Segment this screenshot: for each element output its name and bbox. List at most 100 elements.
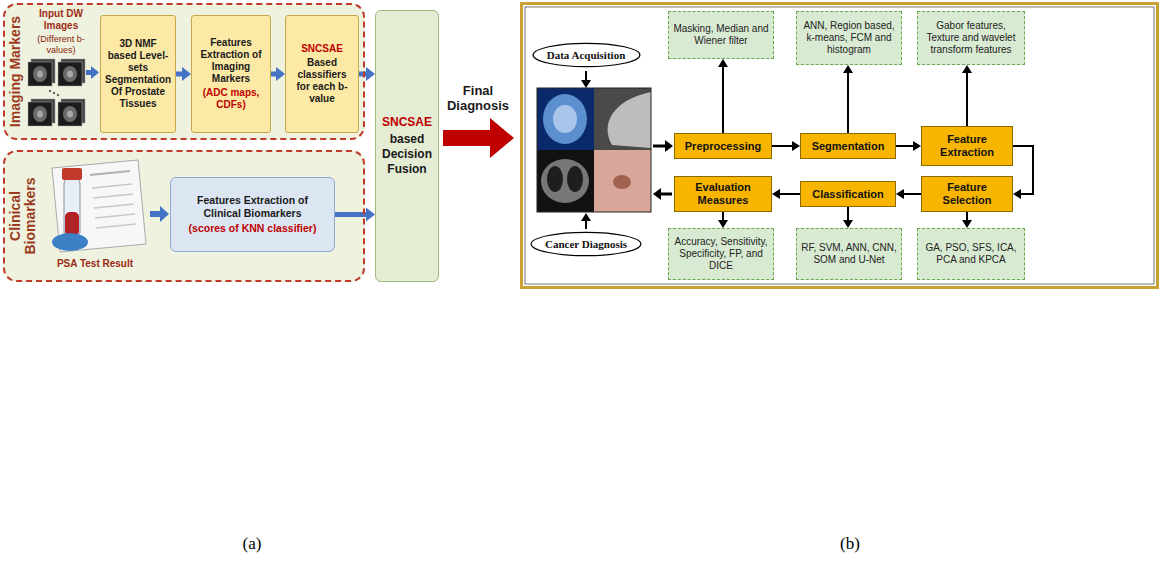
node-text: Features Extraction of Imaging Markers xyxy=(196,37,266,85)
dot xyxy=(53,92,55,94)
dot xyxy=(57,94,59,96)
mri-slice xyxy=(28,62,52,86)
process-box: Evaluation Measures xyxy=(674,176,772,212)
process-box: Classification xyxy=(800,181,896,207)
report-line xyxy=(92,184,132,188)
node-text: Gabor features, Texture and wavelet tran… xyxy=(922,20,1020,56)
arrow-head xyxy=(366,208,375,222)
node-text: Accuracy, Sensitivity, Specificity, FP, … xyxy=(673,236,769,272)
breast-shape xyxy=(608,92,651,148)
panel-frame-inner xyxy=(525,7,1154,284)
lung-shape xyxy=(567,166,583,192)
node-text: based Decision Fusion xyxy=(380,132,434,177)
input-label: Input DW Images xyxy=(26,8,96,32)
connector-line xyxy=(176,72,183,77)
process-box: Feature Selection xyxy=(921,176,1013,212)
node-text: Masking, Median and Wiener filter xyxy=(673,23,769,47)
connector-line xyxy=(966,212,968,221)
node-text: Based classifiers for each b-value xyxy=(290,57,354,105)
node-text: ANN, Region based, k-means, FCM and hist… xyxy=(801,20,897,56)
mri-tissue xyxy=(33,106,47,122)
connector xyxy=(359,67,375,81)
connector xyxy=(718,212,728,228)
report-line xyxy=(96,224,136,228)
connector-line xyxy=(779,193,800,195)
report-line xyxy=(90,171,130,175)
node-text: Evaluation Measures xyxy=(678,181,768,206)
node-text: 3D NMF based Level-sets Segmentation Of … xyxy=(105,38,171,110)
mri-image xyxy=(28,59,55,86)
node-text: SNCSAE xyxy=(290,43,354,55)
node-text: Segmentation xyxy=(804,140,892,153)
mri-tissue xyxy=(63,106,77,122)
report-line xyxy=(94,204,134,208)
arrow-head xyxy=(653,188,661,200)
connector xyxy=(772,141,800,151)
node-text: SNCSAE xyxy=(380,115,434,130)
node-text: Preprocessing xyxy=(678,140,768,153)
node-text: (ADC maps, CDFs) xyxy=(196,87,266,111)
connector-line xyxy=(772,145,793,147)
fusion-box: SNCSAE based Decision Fusion xyxy=(375,10,439,282)
arrow-head xyxy=(962,220,972,228)
node-text: Feature Extraction xyxy=(925,133,1009,158)
arrow-head xyxy=(896,189,904,199)
process-box: 3D NMF based Level-sets Segmentation Of … xyxy=(100,15,176,133)
report-sheet xyxy=(52,160,146,252)
connector xyxy=(896,141,921,151)
node-text: Features Extraction of Clinical Biomarke… xyxy=(179,194,326,220)
arrow-head xyxy=(366,67,375,81)
group-title: Clinical Biomarkers xyxy=(8,157,39,275)
output-label: Final Diagnosis xyxy=(441,84,515,114)
arrow-head xyxy=(718,59,728,67)
group-ground xyxy=(3,150,365,282)
final-arrow xyxy=(443,118,514,158)
mri-tissue xyxy=(33,66,47,82)
method-box: Masking, Median and Wiener filter xyxy=(668,11,774,59)
connector xyxy=(962,65,972,126)
mammogram xyxy=(594,88,651,150)
terminal-ellipse: Data Acquisition xyxy=(532,42,641,68)
arrow-head xyxy=(913,141,921,151)
blood-tube xyxy=(64,178,80,238)
connector-line xyxy=(359,72,367,77)
gloved-hand xyxy=(52,233,88,251)
method-box: ANN, Region based, k-means, FCM and hist… xyxy=(796,11,902,65)
connector-line xyxy=(903,193,921,195)
arrow-head xyxy=(276,67,285,81)
mri-tissue xyxy=(67,111,73,118)
arrow-head xyxy=(772,189,780,199)
connector-line xyxy=(1013,146,1033,194)
collage-border xyxy=(537,88,651,212)
brain-shape xyxy=(543,94,587,144)
connector xyxy=(176,67,191,81)
connector xyxy=(896,189,921,199)
group-ground xyxy=(3,3,365,140)
connector xyxy=(335,208,375,222)
process-box: Features Extraction of Imaging Markers(A… xyxy=(191,15,271,133)
connector xyxy=(772,189,800,199)
process-box: SNCSAE Based classifiers for each b-value xyxy=(285,15,359,133)
mri-image xyxy=(28,99,55,126)
mri-tissue xyxy=(37,71,43,78)
arrow-head xyxy=(1013,189,1021,199)
arrow-head xyxy=(581,213,591,221)
skin-lesion xyxy=(613,175,631,189)
connector-line xyxy=(966,72,968,126)
process-box: Segmentation xyxy=(800,133,896,159)
blood-sample xyxy=(65,212,79,236)
tube-cap xyxy=(62,168,82,180)
process-box: Features Extraction of Clinical Biomarke… xyxy=(170,177,335,252)
input-sublabel: (Different b-values) xyxy=(26,34,96,56)
arrow-head xyxy=(843,65,853,73)
lung-shape xyxy=(547,166,563,192)
connector xyxy=(718,59,728,133)
ellipsis-dots xyxy=(49,90,59,96)
flow-arrow xyxy=(661,193,672,196)
ellipse-shape xyxy=(531,232,641,255)
connector-line xyxy=(896,145,914,147)
node-text: (scores of KNN classifier) xyxy=(179,222,326,235)
connector xyxy=(843,207,853,228)
ellipse-shape xyxy=(533,43,640,66)
